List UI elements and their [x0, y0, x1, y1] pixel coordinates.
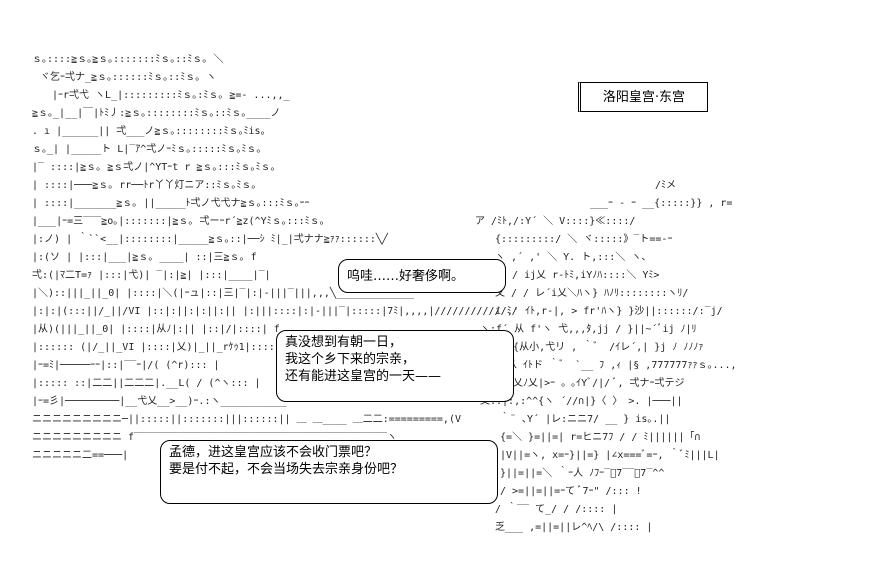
- svg-text:乂 / / レ´i乂＼ﾊヽ} ﾊﾉﾘ::::::::ヽ: 乂 / / レ´i乂＼ﾊヽ} ﾊﾉﾘ::::::::ヽﾘ/: [495, 287, 688, 299]
- characters-art: /ﾐメ ___ｰ - ｰ __{:::::}} , r= ア /ﾐﾄ,/:Y´ …: [475, 180, 737, 533]
- svg-text:{:::::::::/ ＼ ヾ:::::》: {:::::::::/ ＼ ヾ:::::》‾ト==-ｰ: [495, 233, 672, 245]
- speech-bubble-question: 孟德，进这皇宫应该不会收门票吧？ 要是付不起，不会当场失去宗亲身份吧？: [160, 440, 498, 504]
- svg-text:ヽ:f´ 从 f'ヽ 弋,,,ﾀ,jj / }|: ヽ:f´ 从 f'ヽ 弋,,,ﾀ,jj / }||~´ﾞij ﾉ|ﾘ: [480, 322, 697, 335]
- svg-text:|ｲ / ij乂 r‐ﾄﾐ,iYﾉﾊ::::＼ Yﾐ>: |ｲ / ij乂 r‐ﾄﾐ,iYﾉﾊ::::＼ Yﾐ>: [495, 269, 659, 281]
- speech-bubble-awe: 呜哇……好奢侈啊。: [338, 259, 506, 293]
- svg-text:ヾ乞ｰ弌ナ_≧ｓ｡::::::ﾐｓ｡::ﾐｓ｡ ヽ: ヾ乞ｰ弌ナ_≧ｓ｡::::::ﾐｓ｡::ﾐｓ｡ ヽ: [40, 70, 216, 83]
- svg-text:ヽ ,´ ,' ＼ Y. ト,:: ヽ ,´ ,' ＼ Y. ト,:::＼ ヽ、: [495, 251, 651, 263]
- svg-text:ｓ｡_| |_____ト L|‾ｱ^弌ノｰﾐｓ｡::::: ｓ｡_| |_____ト L|‾ｱ^弌ノｰﾐｓ｡:::::ﾐｓ｡ﾐｓ｡: [32, 142, 261, 155]
- bubble-1-line-1: 呜哇……好奢侈啊。: [347, 268, 465, 284]
- svg-text:|ｰ=ﾐ|─────ｰｰ|::|‾‾ｰ|/( (^r)::: |ｰ=ﾐ|─────ｰｰ|::|‾‾ｰ|/( (^r)::: |: [32, 360, 220, 371]
- bubble-2-line-3: 还有能进这皇宫的一天——: [285, 369, 442, 384]
- svg-text:| |乂ﾉ乂|>ｰ 。｡ｲYﾞ/|/ ﾞ, 弌ナｰ: | |乂ﾉ乂|>ｰ 。｡ｲYﾞ/|/ ﾞ, 弌ナｰ弌テジ: [495, 376, 685, 389]
- svg-text:乏___ ,=||=||レ^ﾍ/\ /::::: 乏___ ,=||=||レ^ﾍ/\ /:::: |: [495, 521, 652, 533]
- svg-text:≧ｓ｡_|__|￣|ﾄﾐ丿:≧ｓ｡::::::::ﾐｓ｡::: ≧ｓ｡_|__|￣|ﾄﾐ丿:≧ｓ｡::::::::ﾐｓ｡::ﾐｓ｡____ノ: [32, 106, 280, 119]
- bubble-2-line-2: 我这个乡下来的宗亲，: [285, 352, 416, 367]
- svg-text:|ｰ=彡|─────────|__弋乂__>__)ｰ.:ヽ_: |ｰ=彡|─────────|__弋乂__>__)ｰ.:ヽ___________: [32, 394, 288, 407]
- svg-text:|:(ソ | |:::|___|≧ｓ｡ __: |:(ソ | |:::|___|≧ｓ｡ ____| ::|三≧ｓ｡ f: [32, 252, 257, 263]
- svg-text:| ::::|───≧ｓ｡ rr──ﾄr丫丫: | ::::|───≧ｓ｡ rr──ﾄr丫丫灯ニア::ﾐｓ｡ﾐｓ｡: [32, 179, 256, 191]
- svg-text:ニニニニニニニニニ f‾‾‾‾‾‾‾‾‾‾‾‾‾‾‾‾‾: ニニニニニニニニニ f‾‾‾‾‾‾‾‾‾‾‾‾‾‾‾‾‾‾‾‾‾‾‾‾‾‾‾‾‾…: [32, 432, 397, 443]
- svg-text:|___|ｰ=三‾‾‾≧o｡|:::::::|≧ｓ｡ 弌: |___|ｰ=三‾‾‾≧o｡|:::::::|≧ｓ｡ 弌ーｰr´≧z(^Yﾐｓ｡…: [32, 214, 325, 227]
- svg-text:|:::::: (|/_||_VI |::::|乂)|_||: |:::::: (|/_||_VI |::::|乂)|_||_rｹｩ1|::::…: [32, 341, 281, 353]
- bubble-3-line-2: 要是付不起，不会当场失去宗亲身份吧？: [169, 462, 404, 477]
- svg-text:｀¨ ､Y´ |レ:ニニ7/ __ } is｡.|: ｀¨ ､Y´ |レ:ニニ7/ __ } is｡.||: [500, 411, 670, 425]
- svg-text:乂.:|:,:^^{ヽ ´//∩|}〈 〉 >.: 乂.:|:,:^^{ヽ ´//∩|}〈 〉 >. |───||: [480, 395, 683, 407]
- speech-bubble-thoughts: 真没想到有朝一日， 我这个乡下来的宗亲， 还有能进这皇宫的一天——: [276, 330, 514, 402]
- svg-text:| ::::|_______≧ｓ｡ ||_____ﾄ弌: | ::::|_______≧ｓ｡ ||_____ﾄ弌ノ弋弋ナ≧ｓ｡:::ﾐｓ｡…: [32, 196, 310, 209]
- svg-text:{=＼ }=||=| r=ヒニ7ﾌ / / ﾐ: {=＼ }=||=| r=ヒニ7ﾌ / / ﾐ||||||「∩: [500, 431, 701, 443]
- location-caption: 洛阳皇宫·东宫: [578, 82, 708, 112]
- svg-text:ニニニニニ二==───|: ニニニニニ二==───|: [32, 450, 128, 461]
- svg-text:|:|:|(:::||/_||/VI |::|:||:|:|: |:|:|(:::||/_||/VI |::|:||:|:||:|| |:|||…: [32, 306, 518, 317]
- svg-text:|从)(|||_||_0| |::::|从ﾉ|:|| |: |从)(|||_||_0| |::::|从ﾉ|:|| |::|/|::::| f: [32, 324, 280, 335]
- svg-text:ア /ﾐﾄ,/:Y´ ＼ V::::}≪::::/: ア /ﾐﾄ,/:Y´ ＼ V::::}≪::::/: [475, 215, 635, 227]
- svg-text:ｓ｡::::≧ｓ｡≧ｓ｡:::::::ﾐｓ｡::ﾐｓ｡ ＼: ｓ｡::::≧ｓ｡≧ｓ｡:::::::ﾐｓ｡::ﾐｓ｡ ＼: [32, 53, 223, 65]
- caption-text: 洛阳皇宫·东宫: [602, 89, 686, 105]
- svg-text:|::::: ::|二二||二二二|.__L( / (^ヽ: |::::: ::|二二||二二二|.__L( / (^ヽ::: |: [32, 378, 261, 389]
- palace-roof-art: ｓ｡::::≧ｓ｡≧ｓ｡:::::::ﾐｓ｡::ﾐｓ｡ ＼ ヾ乞ｰ弌ナ_≧ｓ｡:…: [32, 53, 518, 461]
- bubble-3-line-1: 孟德，进这皇宫应该不会收门票吧？: [169, 445, 378, 460]
- bubble-2-line-1: 真没想到有朝一日，: [285, 335, 403, 350]
- svg-text:___ｰ - ｰ __{:::::}} , r=: ___ｰ - ｰ __{:::::}} , r=: [590, 198, 732, 209]
- svg-text:. ı |______|| 弌___ノ≧ｓ｡:::::::: . ı |______|| 弌___ノ≧ｓ｡::::::::ﾐｓ｡ﾐis｡: [32, 124, 266, 137]
- svg-text:|V||=ヽ, x=ｰ}||=} |∠x===ﾞ=ｰ: |V||=ヽ, x=ｰ}||=} |∠x===ﾞ=ｰ, ｀ﾞﾐ|||L|: [500, 447, 720, 461]
- svg-text:/ﾐメ: /ﾐメ: [655, 180, 676, 191]
- svg-text:|‾{{从小,弋リ , ｀゛ /ｲレ´,| }j ﾉ: |‾{{从小,弋リ , ｀゛ /ｲレ´,| }j ﾉ ﾉﾉﾉｧ: [495, 339, 703, 353]
- svg-text:弌:(|ﾏ二T=ｧ |:::|弋)| ‾|:|≧| |::: 弌:(|ﾏ二T=ｧ |:::|弋)| ‾|:|≧| |:::|____|‾|: [32, 268, 271, 281]
- svg-text:|:ノ) | ｀``<__|::::::::|__: |:ノ) | ｀``<__|::::::::|_____≧ｓ｡::|──ｼ ﾐ|…: [32, 231, 389, 245]
- svg-text:|＼)::|||_||_0| |::::|＼(|ｰュ|::|: |＼)::|||_||_0| |::::|＼(|ｰュ|::|三|‾|:|-|||…: [32, 286, 415, 299]
- svg-text:/ ｀‾‾ て_/ / /:: / ｀‾‾ て_/ / /:::: |: [495, 501, 617, 515]
- svg-text:}||=||=＼ ｀ｰ人 ﾉﾌｰ‾ﾞ7‾‾ﾞ7‾^^: }||=||=＼ ｀ｰ人 ﾉﾌｰ‾ﾞ7‾‾ﾞ7‾^^: [500, 465, 664, 479]
- svg-text:|ｰr弌弋 ヽL_|:::::::::ﾐｓ｡:ﾐｓ｡ ≧=: |ｰr弌弋 ヽL_|:::::::::ﾐｓ｡:ﾐｓ｡ ≧=- ...,,_: [52, 88, 291, 101]
- svg-text:i ,' ｲﾄ,r‐|, > fr'ﾊヽ} }沙|: i ,' ｲﾄ,r‐|, > fr'ﾊヽ} }沙||::::::/:‾j/: [495, 305, 723, 317]
- svg-text:|‾ ::::|≧ｓ｡ ≧ｓ弌ノ|^YTｰt r ≧ｓ: |‾ ::::|≧ｓ｡ ≧ｓ弌ノ|^YTｰt r ≧ｓ｡:::ﾐｓ｡ﾐｓ｡: [32, 160, 275, 173]
- svg-text:/ >=||=||=ｰて ﾞ7ｰ" /::: / >=||=||=ｰて ﾞ7ｰ" /::: !: [500, 485, 642, 497]
- svg-text:| 从 ｲﾄド ｀゛ `__ ﾌ ,ｨ |§ ,77777: | 从 ｲﾄド ｀゛ `__ ﾌ ,ｨ |§ ,777777ｧｧｓ｡...,: [495, 357, 737, 371]
- svg-text:ニニニニニニニニニ─||:::::||:::::::|||:: ニニニニニニニニニ─||:::::||:::::::|||::::::|| ＿ …: [32, 414, 461, 425]
